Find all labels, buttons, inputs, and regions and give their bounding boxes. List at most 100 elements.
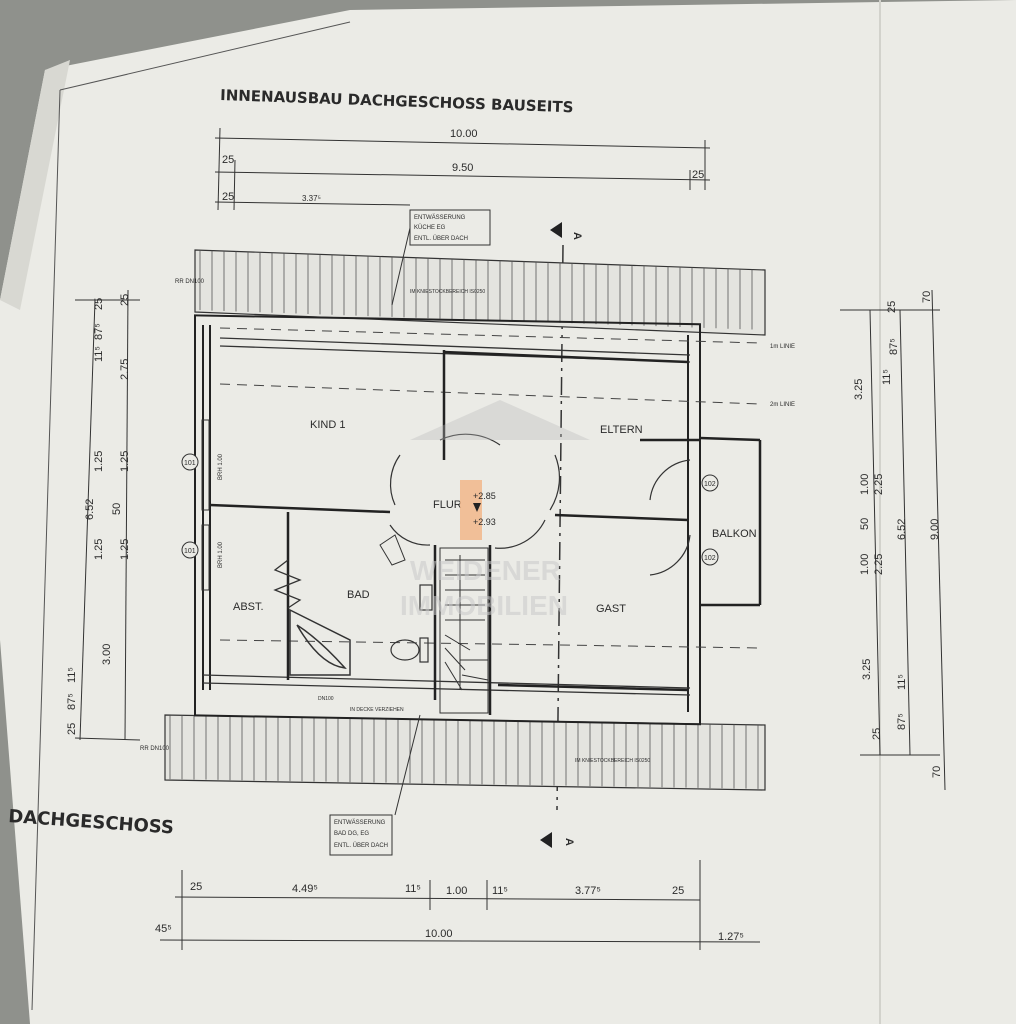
dim-top-right-25: 25	[692, 169, 704, 181]
dim-top-overall: 10.00	[450, 128, 478, 140]
note-top-3: ENTL. ÜBER DACH	[414, 235, 468, 242]
dimension-right	[840, 289, 946, 791]
svg-text:A: A	[571, 232, 583, 240]
room-kind1: KIND 1	[310, 419, 345, 431]
svg-text:102: 102	[704, 555, 716, 562]
room-eltern: ELTERN	[600, 424, 643, 436]
dim-right-50: 50	[859, 518, 871, 530]
dim-left-115b: 11⁵	[66, 667, 78, 683]
dim-right-325a: 3.25	[853, 379, 865, 400]
note-box-top	[409, 209, 491, 246]
bathroom-door-fitting	[379, 534, 406, 566]
height-lines	[219, 327, 761, 649]
dimension-left	[74, 289, 141, 741]
rr-label-bottom: RR DN100	[140, 746, 170, 752]
paper-border	[31, 89, 61, 1011]
dim-left-125d: 1.25	[119, 539, 131, 560]
dim-bottom-overall: 10.00	[425, 928, 453, 940]
dim-right-115b: 11⁵	[896, 674, 908, 690]
dim-left-125b: 1.25	[119, 451, 131, 472]
level-highlight	[460, 480, 482, 540]
room-balkon: BALKON	[712, 528, 757, 540]
door-102-upper: 102	[701, 474, 719, 492]
dim-right-25b: 25	[871, 728, 883, 740]
dim-right-875b: 87⁵	[896, 713, 908, 730]
note-bottom-2: BAD DG, EG	[334, 831, 369, 837]
dim-left-875: 87⁵	[93, 323, 105, 340]
note-box-bottom	[329, 814, 393, 856]
kniestock-top: IM KNIESTOCKBEREICH IS0250	[410, 289, 485, 295]
level-upper: +2.85	[473, 491, 496, 501]
stairs	[439, 547, 489, 714]
dim-left-125a: 1.25	[93, 451, 105, 472]
svg-text:102: 102	[704, 481, 716, 488]
sink	[419, 584, 433, 611]
dimension-top	[214, 127, 711, 211]
dim-left-125c: 1.25	[93, 539, 105, 560]
dim-right-100b: 1.00	[859, 554, 871, 575]
dim-bottom-d6: 3.77⁵	[575, 885, 601, 897]
dim-bottom-right: 1.27⁵	[718, 931, 744, 943]
dimension-bottom	[159, 860, 761, 950]
decke-label: IN DECKE VERZIEHEN	[350, 707, 404, 713]
level-lower: +2.93	[473, 517, 496, 527]
line-2m-label: 2m LINIE	[770, 402, 795, 408]
section-marker-bottom: A	[540, 832, 575, 848]
dim-bottom-left: 45⁵	[155, 923, 172, 935]
roof-overhang-bottom	[164, 714, 766, 791]
dim-right-652: 6.52	[896, 519, 908, 540]
section-marker-top: A	[550, 222, 583, 240]
svg-text:101: 101	[184, 548, 196, 555]
kniestock-bottom: IM KNIESTOCKBEREICH IS0250	[575, 758, 650, 764]
rr-label-top: RR DN100	[175, 279, 205, 285]
dim-right-100a: 1.00	[859, 474, 871, 495]
dim-right-225b: 2.25	[873, 554, 885, 575]
dim-left-25c: 25	[66, 723, 78, 735]
brh-label-upper: BRH 1.00	[218, 453, 224, 480]
dim-right-325b: 3.25	[861, 659, 873, 680]
dim-left-50: 50	[111, 503, 123, 515]
note-bottom-1: ENTWÄSSERUNG	[334, 819, 386, 826]
dn100-label: DN100	[318, 696, 334, 702]
bathtub	[289, 608, 351, 676]
dim-bottom-d5: 11⁵	[492, 885, 508, 897]
note-bottom-3: ENTL. ÜBER DACH	[334, 842, 388, 849]
line-1m-label: 1m LINIE	[770, 344, 795, 350]
dim-left-300: 3.00	[101, 644, 113, 665]
dim-top-seg: 3.37⁵	[302, 194, 321, 203]
dim-left-25a: 25	[93, 298, 105, 310]
toilet	[390, 637, 429, 663]
window-101-upper: 101 BRH 1.00	[181, 419, 224, 511]
dim-top-left-25: 25	[222, 154, 234, 166]
interior-walls	[209, 350, 762, 715]
level-arrow	[473, 503, 481, 512]
watermark: WEIDENER IMMOBILIEN	[400, 400, 590, 621]
dim-bottom-d2: 4.49⁵	[292, 883, 318, 895]
note-top-1: ENTWÄSSERUNG	[414, 214, 466, 221]
watermark-line2: IMMOBILIEN	[400, 590, 568, 621]
flur-door-swings	[389, 433, 691, 576]
room-gast: GAST	[596, 603, 626, 615]
dim-top-left-25b: 25	[222, 191, 234, 203]
dim-right-25a: 25	[886, 301, 898, 313]
paper-border-top	[59, 21, 351, 91]
dim-left-25b: 25	[119, 294, 131, 306]
window-101-lower: 101 BRH 1.00	[181, 524, 224, 591]
dim-bottom-d3: 11⁵	[405, 883, 421, 895]
dim-right-875: 87⁵	[888, 338, 900, 355]
door-102-lower: 102	[701, 548, 719, 566]
dim-left-652: 6.52	[84, 499, 96, 520]
dim-left-875b: 87⁵	[66, 693, 78, 710]
room-bad: BAD	[347, 589, 370, 601]
outer-walls	[194, 314, 701, 726]
dim-left-275: 2.75	[119, 359, 131, 380]
dim-right-900: 9.00	[929, 519, 941, 540]
brh-label-lower: BRH 1.00	[218, 541, 224, 568]
section-line	[556, 244, 564, 811]
svg-text:A: A	[563, 838, 575, 846]
dim-right-225a: 2.25	[873, 474, 885, 495]
dim-right-70b: 70	[931, 766, 943, 778]
note-top-leader	[391, 227, 411, 306]
